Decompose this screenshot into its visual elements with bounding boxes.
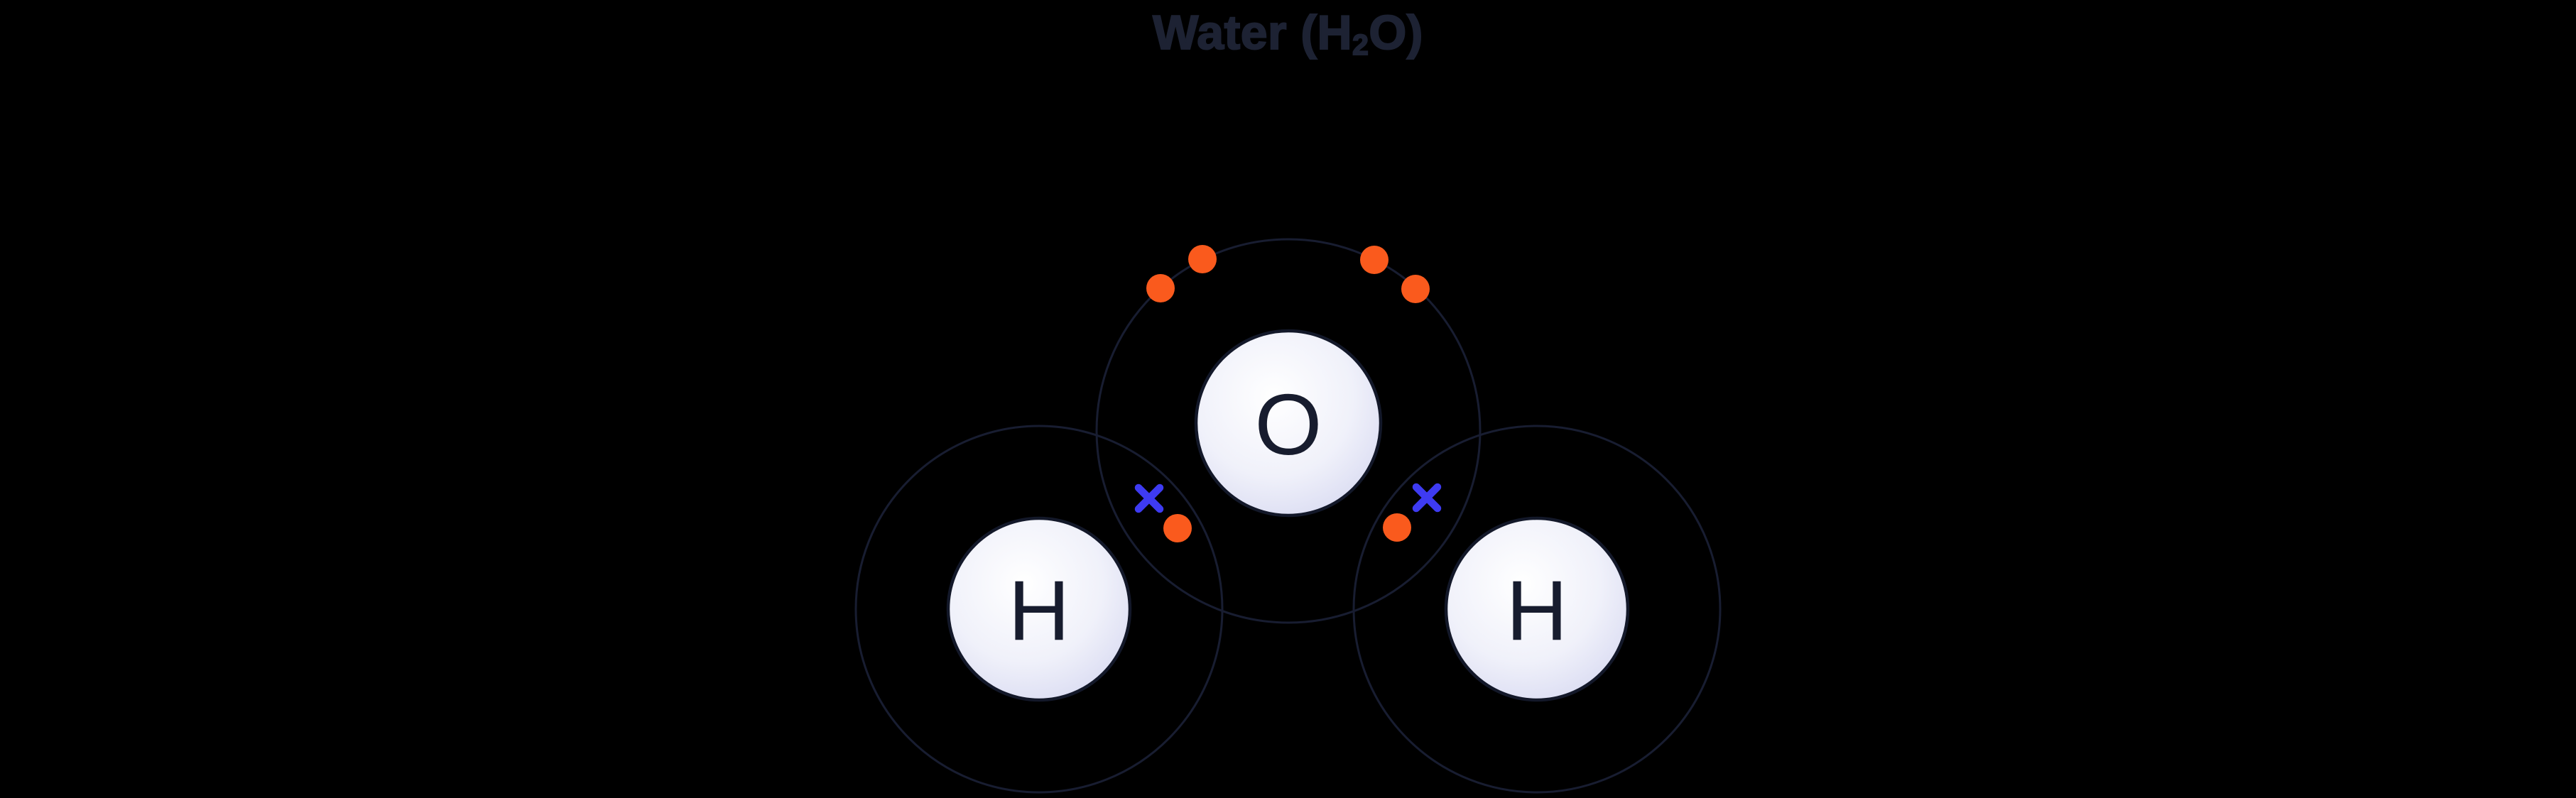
atom-nucleus-hydrogen-left [946,516,1132,702]
title-subscript: 2 [1352,28,1369,62]
electron-cross-bond-left-shared [1134,483,1164,513]
atom-label-hydrogen-right: H [1506,563,1568,658]
electron-shell-oxygen [1095,238,1482,624]
electron-shell-hydrogen-right [1352,425,1722,794]
electron-shell-hydrogen-left [854,425,1224,794]
electron-dot-oxygen-lone-pair-right [1401,275,1430,303]
atom-label-oxygen: O [1255,376,1322,473]
diagram-title: Water (H2O) [0,6,2576,60]
atom-nucleus-oxygen [1194,329,1383,518]
title-prefix: Water (H [1152,6,1353,60]
electron-dot-oxygen-lone-pair-right [1360,246,1388,274]
electron-cross-bond-right-shared [1412,483,1442,513]
electron-dot-bond-left-shared [1163,514,1192,542]
electron-dot-oxygen-lone-pair-left [1188,245,1217,273]
title-suffix: O) [1368,6,1423,60]
electron-dot-oxygen-lone-pair-left [1146,274,1175,302]
atom-label-hydrogen-left: H [1009,563,1070,658]
atom-nucleus-hydrogen-right [1444,516,1630,702]
electron-dot-bond-right-shared [1383,513,1411,542]
